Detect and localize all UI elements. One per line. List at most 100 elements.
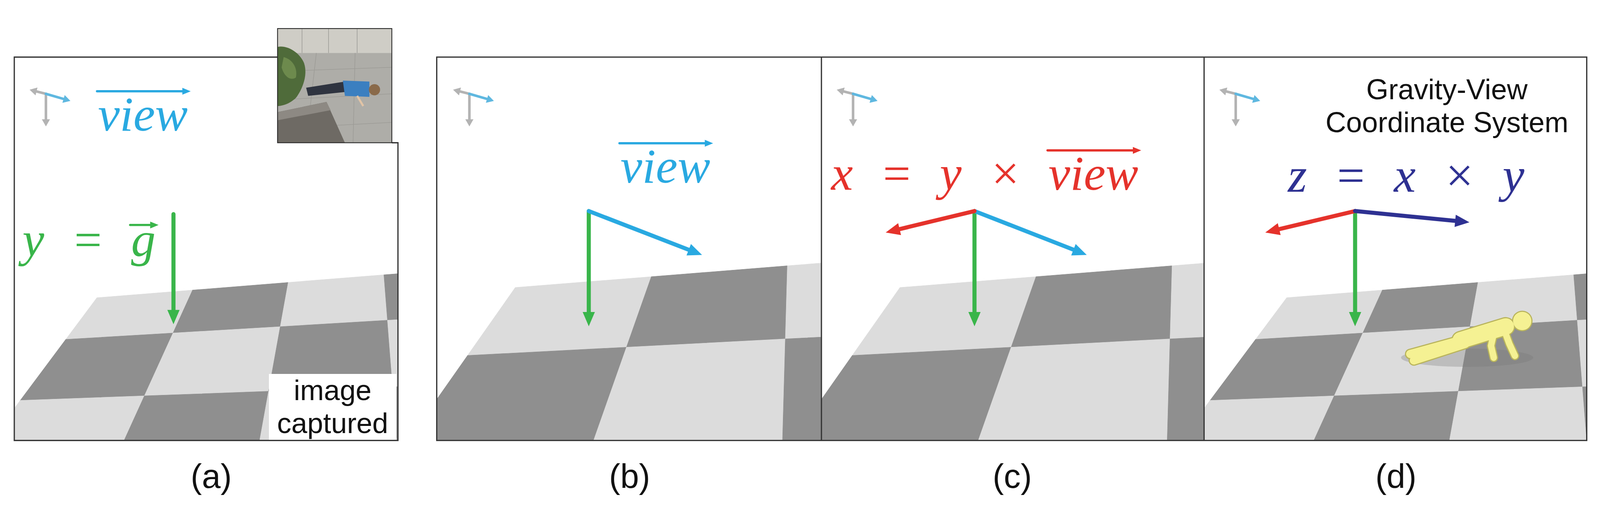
photo-bench — [277, 102, 331, 121]
photo-plant — [281, 57, 297, 80]
icon-arrow — [1234, 93, 1237, 120]
icon-arrow-head — [453, 87, 462, 96]
equation-label: x = y × view — [830, 145, 1139, 202]
floor-tile — [1444, 386, 1587, 441]
icon-arrow — [851, 93, 855, 120]
icon-arrow-head — [465, 119, 474, 127]
axis-arrow-head — [1348, 312, 1362, 327]
photo-person — [369, 84, 381, 96]
icon-arrow-head — [869, 94, 878, 103]
floor-tile — [436, 347, 627, 441]
icon-arrow-head — [836, 87, 845, 96]
floor-tile — [821, 347, 1012, 441]
floor — [1203, 267, 1587, 441]
icon-arrow-head — [1252, 94, 1260, 103]
floor — [14, 267, 399, 441]
axis-arrow-head — [1265, 223, 1281, 236]
photo-pavement-lines — [277, 28, 393, 143]
caption-label: image captured — [268, 374, 397, 440]
icon-arrow — [1235, 93, 1254, 99]
icon-arrow — [46, 93, 64, 99]
floor-tile — [1011, 266, 1173, 348]
floor-tile — [384, 267, 399, 321]
icon-arrow — [1226, 91, 1236, 94]
icon-arrow-head — [1231, 119, 1241, 127]
icon-arrow — [469, 93, 487, 99]
panel-borders — [14, 57, 1587, 441]
axis-arrow-head — [167, 310, 180, 325]
icon-arrow-head — [848, 119, 858, 127]
axis-arrow-head — [582, 312, 596, 327]
panel-divider — [820, 57, 822, 441]
axis-arrow — [899, 211, 975, 230]
checker-floors — [0, 255, 1600, 520]
axis-arrow — [1352, 211, 1357, 313]
photo-person — [357, 95, 364, 107]
panel-label: (c) — [992, 457, 1032, 496]
floor-tile — [782, 330, 822, 441]
icon-arrow — [843, 91, 854, 94]
pavement-line — [353, 53, 356, 143]
floor-tile — [110, 391, 269, 441]
figure-outline — [1460, 326, 1506, 341]
icon-arrow — [467, 93, 471, 120]
floor — [436, 255, 822, 441]
floor-tile — [626, 266, 788, 348]
floor-tile — [974, 339, 1171, 441]
panel-divider — [1203, 57, 1205, 441]
photo-person — [342, 80, 370, 97]
pavement-line — [356, 28, 358, 54]
figure-body — [1460, 326, 1506, 341]
vector-label: view — [620, 138, 711, 195]
axis-arrow — [1279, 211, 1355, 230]
axis-arrow — [1354, 211, 1456, 222]
floor-tile — [1170, 255, 1205, 340]
figure-body — [1491, 329, 1495, 358]
photo-plant — [277, 46, 306, 107]
axis-arrow-head — [968, 312, 981, 327]
panel-label: (a) — [190, 457, 232, 496]
icon-arrow — [853, 93, 871, 99]
pavement-line — [301, 28, 303, 54]
figure-head — [1513, 311, 1532, 331]
floor-tile — [280, 274, 388, 327]
axis-arrow-head — [1071, 244, 1087, 256]
human-figures — [202, 298, 1534, 368]
floor-tile — [1573, 267, 1587, 321]
panel-label: (d) — [1375, 457, 1417, 496]
figure-outline — [1491, 329, 1495, 358]
photo-bench — [277, 102, 346, 143]
icon-arrow-head — [41, 119, 51, 127]
axis-arrow-head — [885, 223, 902, 236]
floor-tile — [467, 276, 652, 356]
floor — [821, 255, 1204, 441]
floor-tile — [173, 282, 289, 334]
axis-arrow — [586, 211, 591, 313]
floor-tile — [1362, 282, 1479, 334]
icon-arrow — [459, 91, 470, 94]
icon-arrow-head — [29, 87, 38, 96]
axis-arrow — [972, 211, 977, 313]
axis-arrow — [974, 211, 1074, 250]
floor-tile — [1300, 391, 1459, 441]
photo-wall — [277, 28, 393, 54]
icon-arrow — [44, 93, 47, 120]
figure-outline — [1511, 311, 1533, 332]
panel-border — [436, 57, 1587, 441]
title-label: Gravity-View Coordinate System — [1319, 73, 1575, 139]
icon-arrow-head — [485, 94, 494, 103]
floor-tile — [14, 396, 145, 441]
photo-person — [306, 81, 348, 96]
figure-body — [1503, 326, 1515, 356]
axis-arrows — [167, 211, 1470, 327]
floor-tile — [785, 255, 822, 340]
photo-border — [277, 28, 393, 143]
vector-label: view — [98, 86, 188, 143]
orientation-icons — [29, 87, 1260, 127]
floor-tile — [590, 339, 786, 441]
equation-label: z = x × y — [1287, 147, 1525, 204]
